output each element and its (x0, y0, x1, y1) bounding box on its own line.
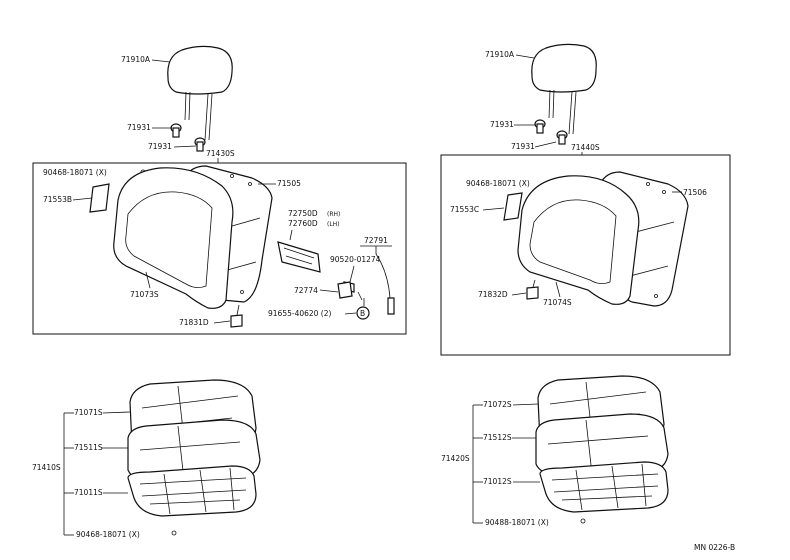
left-recliner[interactable] (277, 241, 321, 273)
right-knob[interactable] (526, 286, 539, 300)
label-left-pad: 71511S (74, 443, 103, 452)
label-right-back-cover: 71074S (543, 298, 572, 307)
label-left-guide2: 71931 (148, 142, 172, 151)
right-guide-upper-body (536, 123, 544, 134)
label-left-back-assy: 71430S (206, 149, 235, 158)
label-right-pad: 71512S (483, 433, 512, 442)
left-knob[interactable] (230, 314, 243, 328)
label-left-cushion-cover: 71071S (74, 408, 103, 417)
label-clip: 90520-01274 (330, 255, 381, 264)
label-right-headrest: 71910A (485, 50, 515, 59)
left-back-assy-box (32, 162, 407, 335)
label-recliner-rh: 72750D (288, 209, 318, 218)
label-left-headrest: 71910A (121, 55, 151, 64)
label-left-cushion-assy: 71410S (32, 463, 61, 472)
left-side-cover[interactable] (89, 183, 110, 213)
label-left-cushion-screw: 90468-18071 (X) (76, 530, 140, 539)
right-guide-lower-body (558, 134, 566, 145)
right-headrest-group (531, 43, 597, 145)
label-left-cover-small: 71553B (43, 195, 72, 204)
label-right-guide2: 71931 (511, 142, 535, 151)
label-right-cushion-screw: 90488-18071 (X) (485, 518, 549, 527)
left-guide-upper-body (172, 127, 180, 138)
label-bolt-mark: B (360, 309, 365, 318)
label-left-screw: 90468-18071 (X) (43, 168, 107, 177)
label-cable: 72791 (364, 236, 388, 245)
right-cushion-frame[interactable] (539, 461, 669, 513)
label-right-guide1: 71931 (490, 120, 514, 129)
left-headrest[interactable] (167, 45, 233, 95)
label-right-cushion-assy: 71420S (441, 454, 470, 463)
label-right-cover-small: 71553C (450, 205, 479, 214)
label-left-knob: 71831D (179, 318, 209, 327)
label-bolt: 91655-40620 (2) (268, 309, 332, 318)
label-handle: 72774 (294, 286, 318, 295)
bolt-mark-circle (356, 306, 370, 320)
label-recliner-lh-tag: (LH) (327, 221, 340, 228)
label-right-screw: 90468-18071 (X) (466, 179, 530, 188)
right-seatback-cover[interactable] (517, 175, 640, 305)
left-seatback-cover[interactable] (113, 167, 234, 309)
right-back-assy-box (440, 154, 731, 356)
label-right-back-assy: 71440S (571, 143, 600, 152)
left-headrest-group (167, 45, 233, 152)
left-guide-lower-body (196, 141, 204, 152)
label-left-guide1: 71931 (127, 123, 151, 132)
right-side-cover[interactable] (503, 192, 523, 221)
label-right-cushion-frame: 71012S (483, 477, 512, 486)
label-right-cushion-cover: 71072S (483, 400, 512, 409)
footer-code: MN 0226-B (694, 543, 735, 552)
label-recliner-rh-tag: (RH) (327, 211, 340, 218)
label-left-cushion-frame: 71011S (74, 488, 103, 497)
left-cushion-frame[interactable] (127, 465, 257, 517)
label-right-frame: 71506 (683, 188, 707, 197)
label-right-knob: 71832D (478, 290, 508, 299)
left-cable-end[interactable] (387, 297, 395, 315)
label-recliner-lh: 72760D (288, 219, 318, 228)
left-handle[interactable] (337, 281, 353, 299)
label-left-frame: 71505 (277, 179, 301, 188)
label-left-back-cover: 71073S (130, 290, 159, 299)
right-headrest[interactable] (531, 43, 597, 93)
